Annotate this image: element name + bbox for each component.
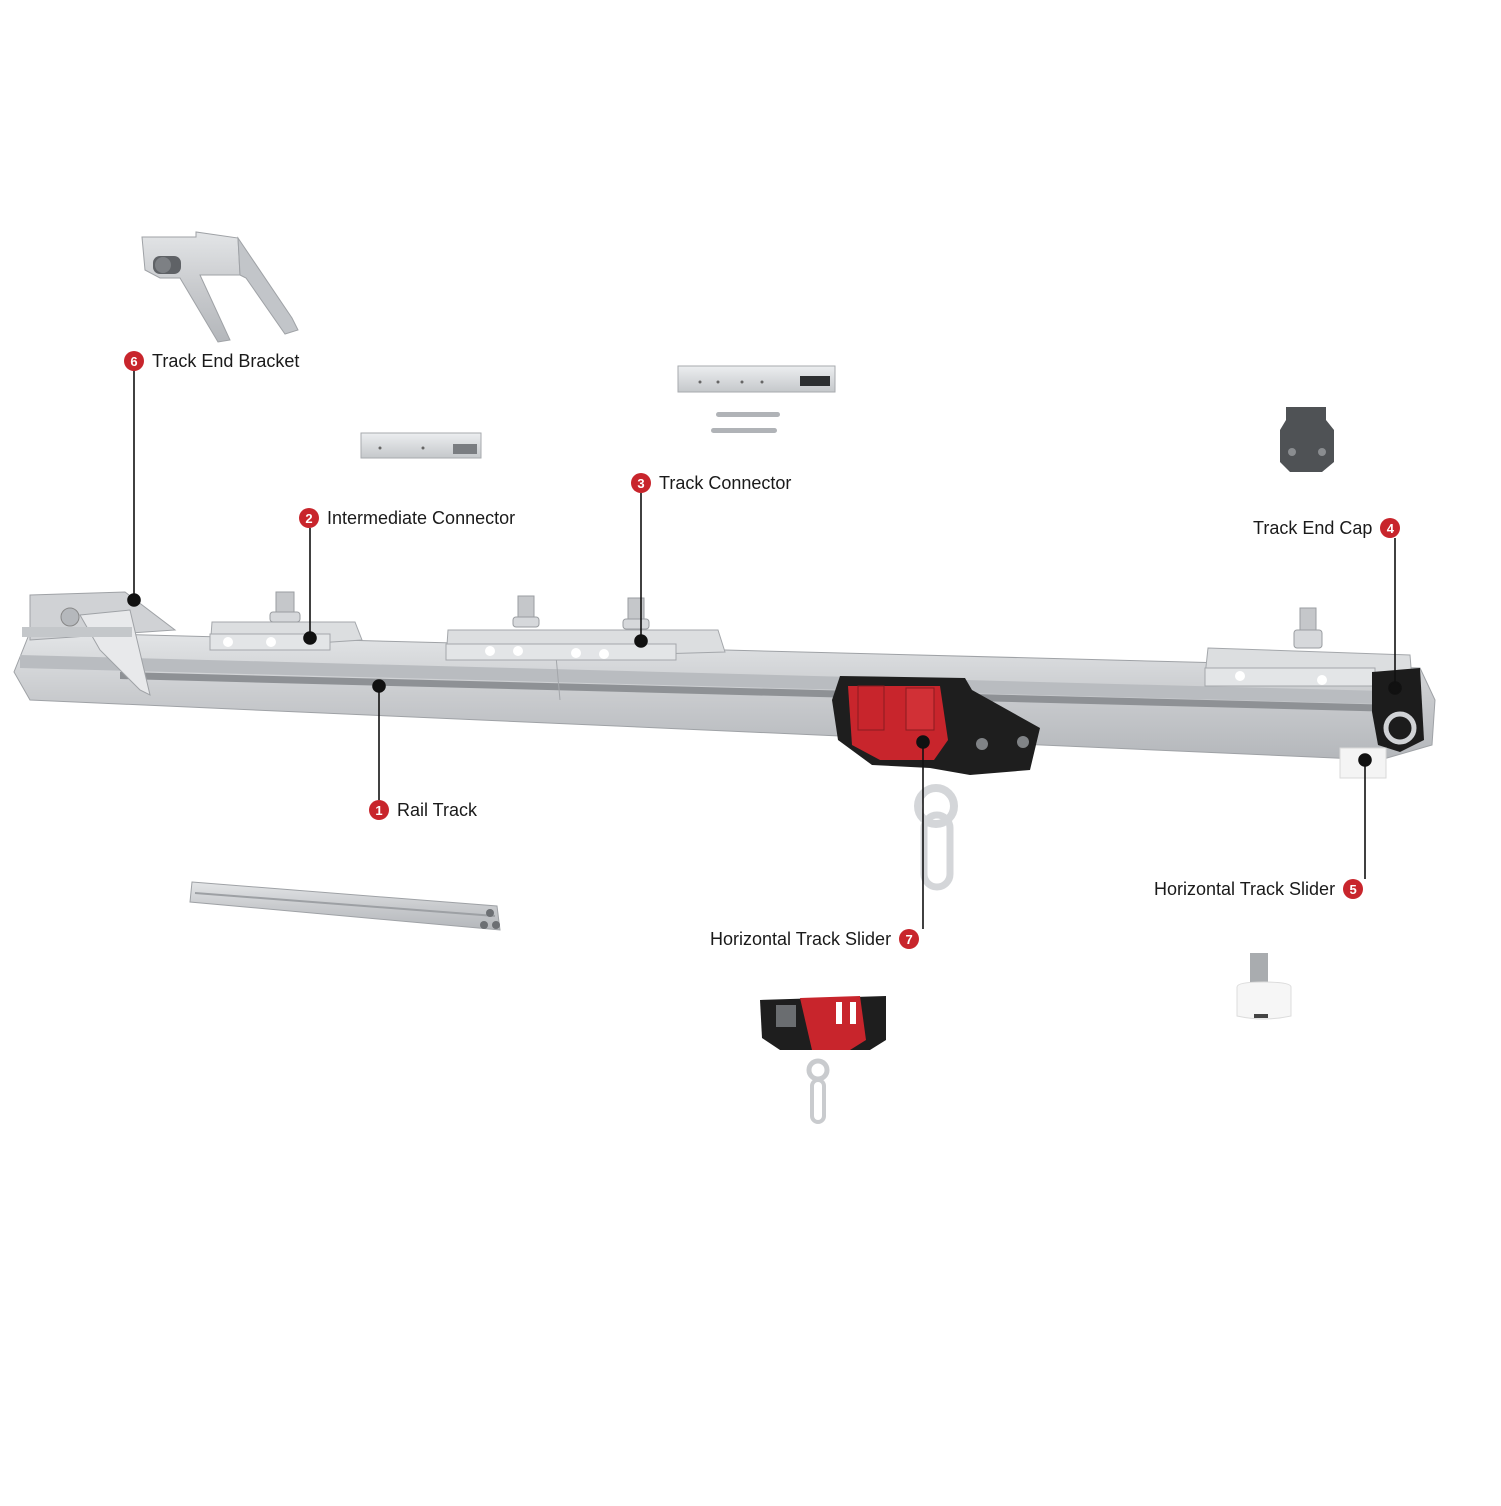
leader-dot-2 [303,631,317,645]
number-badge: 7 [899,929,920,949]
number-badge: 6 [124,351,144,371]
callout-track-end-bracket: 6 Track End Bracket [124,351,299,371]
track-connector-part [677,365,836,433]
callout-label: Horizontal Track Slider [710,929,892,949]
horizontal-track-slider-small-part [1236,953,1292,1020]
callout-label: Track End Cap [1253,518,1373,538]
callout-rail-track: 1 Rail Track [369,800,477,820]
leader-dot-7 [916,735,930,749]
leader-dot-5 [1358,753,1372,767]
number-badge: 2 [299,508,319,528]
callout-track-connector: 3 Track Connector [631,473,791,493]
leader-dot-6 [127,593,141,607]
callout-track-end-cap: Track End Cap 4 [1253,518,1401,538]
callout-horizontal-track-slider-small: Horizontal Track Slider 5 [1154,879,1364,899]
callout-intermediate-connector: 2 Intermediate Connector [299,508,515,528]
track-end-bracket-part [141,231,299,343]
callout-label: Horizontal Track Slider [1154,879,1336,899]
rail-track-part [189,881,501,931]
leader-dot-4 [1388,681,1402,695]
leader-dot-3 [634,634,648,648]
callout-horizontal-track-slider: Horizontal Track Slider 7 [710,929,920,949]
track-end-cap-part [1280,407,1334,472]
number-badge: 1 [369,800,389,820]
assembled-rail [13,591,1436,891]
number-badge: 4 [1380,518,1401,538]
leader-dot-1 [372,679,386,693]
leader-lines [127,370,1402,929]
number-badge: 5 [1343,879,1364,899]
intermediate-connector-part [360,432,482,459]
callout-label: Track Connector [659,473,792,493]
callout-label: Track End Bracket [152,351,300,371]
horizontal-track-slider-part [760,996,886,1124]
number-badge: 3 [631,473,651,493]
callout-label: Intermediate Connector [327,508,516,528]
callout-label: Rail Track [397,800,478,820]
